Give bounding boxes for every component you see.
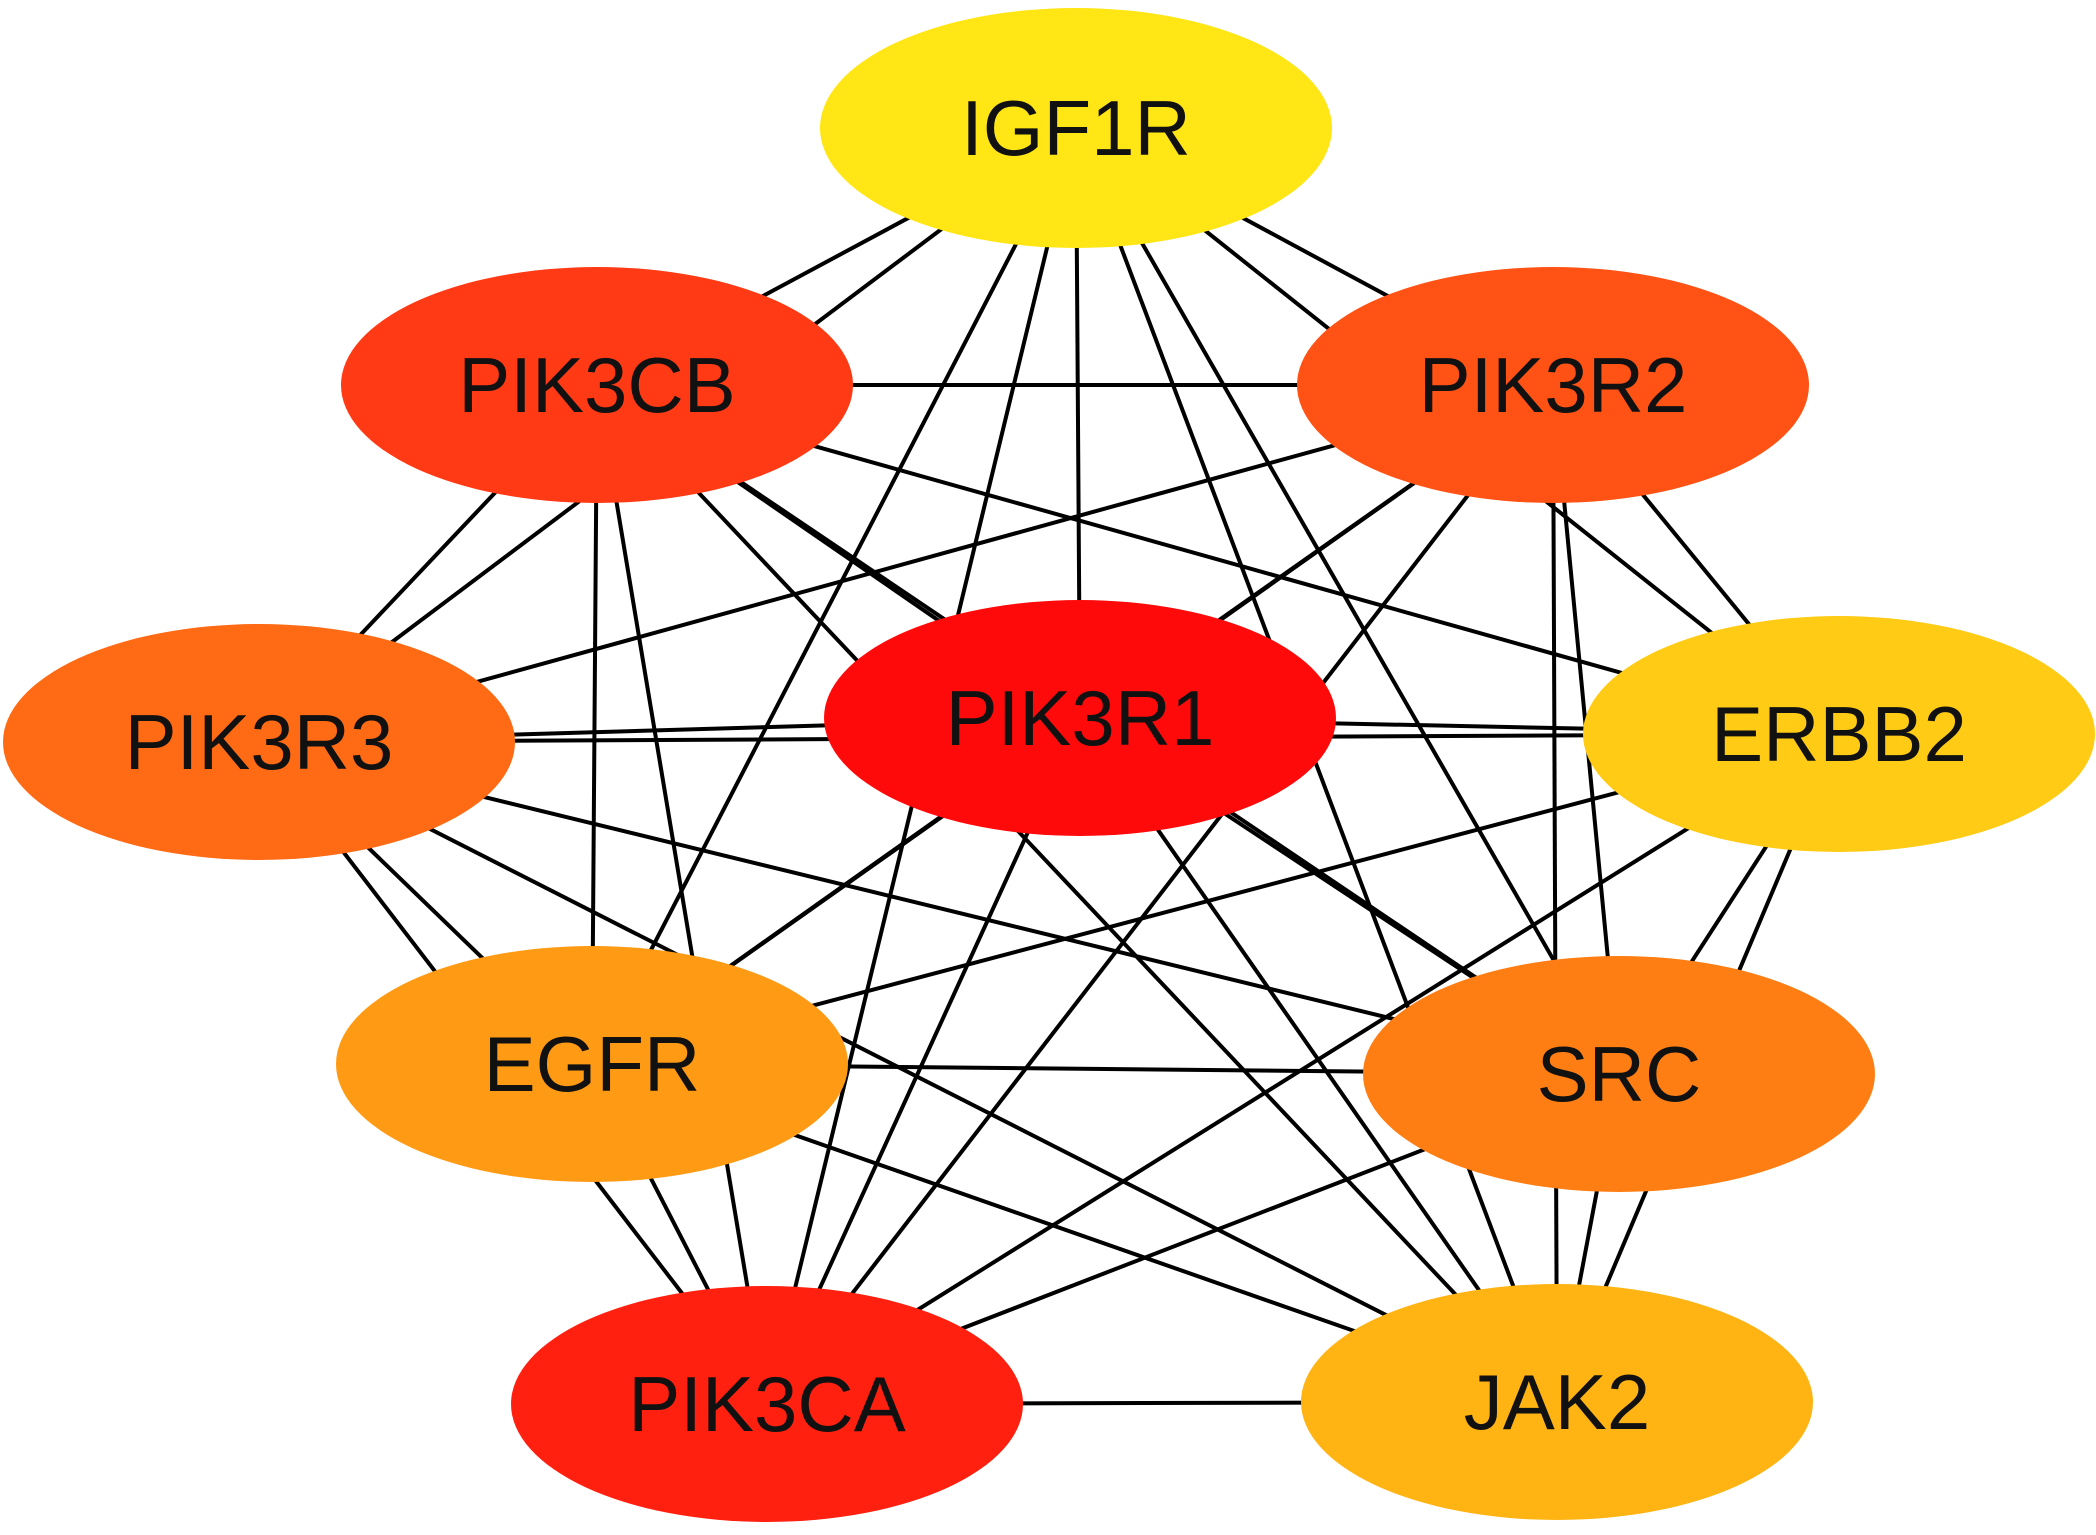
edge-igf1r-src <box>1074 127 1621 1075</box>
node-label-pik3cb: PIK3CB <box>458 341 735 429</box>
node-ellipse-pik3cb <box>341 267 853 503</box>
edge-igf1r-jak2 <box>1074 127 1559 1403</box>
edge-pik3r3-src <box>258 740 1620 1076</box>
node-label-jak2: JAK2 <box>1464 1358 1650 1446</box>
node-ellipse-erbb2 <box>1583 616 2095 852</box>
node-jak2: JAK2 <box>1301 1284 1813 1520</box>
node-ellipse-pik3r1 <box>824 600 1336 836</box>
node-ellipse-egfr <box>336 946 848 1182</box>
node-pik3ca: PIK3CA <box>511 1286 1023 1522</box>
node-ellipse-src <box>1363 956 1875 1192</box>
edge-pik3r2-pik3ca <box>765 383 1555 1406</box>
node-igf1r: IGF1R <box>820 8 1332 248</box>
node-label-pik3r2: PIK3R2 <box>1419 341 1688 429</box>
node-ellipse-jak2 <box>1301 1284 1813 1520</box>
edge-igf1r-egfr <box>590 127 1078 1065</box>
node-label-pik3ca: PIK3CA <box>628 1360 905 1448</box>
node-ellipse-pik3r3 <box>3 624 515 860</box>
node-label-pik3r3: PIK3R3 <box>125 698 394 786</box>
node-erbb2: ERBB2 <box>1583 616 2095 852</box>
node-label-pik3r1: PIK3R1 <box>946 674 1215 762</box>
edge-pik3r3-jak2 <box>258 740 1558 1404</box>
node-pik3r2: PIK3R2 <box>1297 267 1809 503</box>
node-pik3cb: PIK3CB <box>341 267 853 503</box>
node-ellipse-igf1r <box>820 8 1332 248</box>
node-pik3r1: PIK3R1 <box>824 600 1336 836</box>
node-label-igf1r: IGF1R <box>961 84 1191 172</box>
edge-pik3cb-pik3ca <box>595 384 769 1405</box>
node-ellipse-pik3ca <box>511 1286 1023 1522</box>
node-egfr: EGFR <box>336 946 848 1182</box>
node-label-egfr: EGFR <box>484 1020 701 1108</box>
edge-pik3r2-jak2 <box>1551 384 1559 1403</box>
node-label-erbb2: ERBB2 <box>1711 690 1967 778</box>
node-src: SRC <box>1363 956 1875 1192</box>
edge-pik3cb-jak2 <box>595 383 1559 1404</box>
node-ellipse-pik3r2 <box>1297 267 1809 503</box>
node-label-src: SRC <box>1537 1030 1702 1118</box>
node-pik3r3: PIK3R3 <box>3 624 515 860</box>
